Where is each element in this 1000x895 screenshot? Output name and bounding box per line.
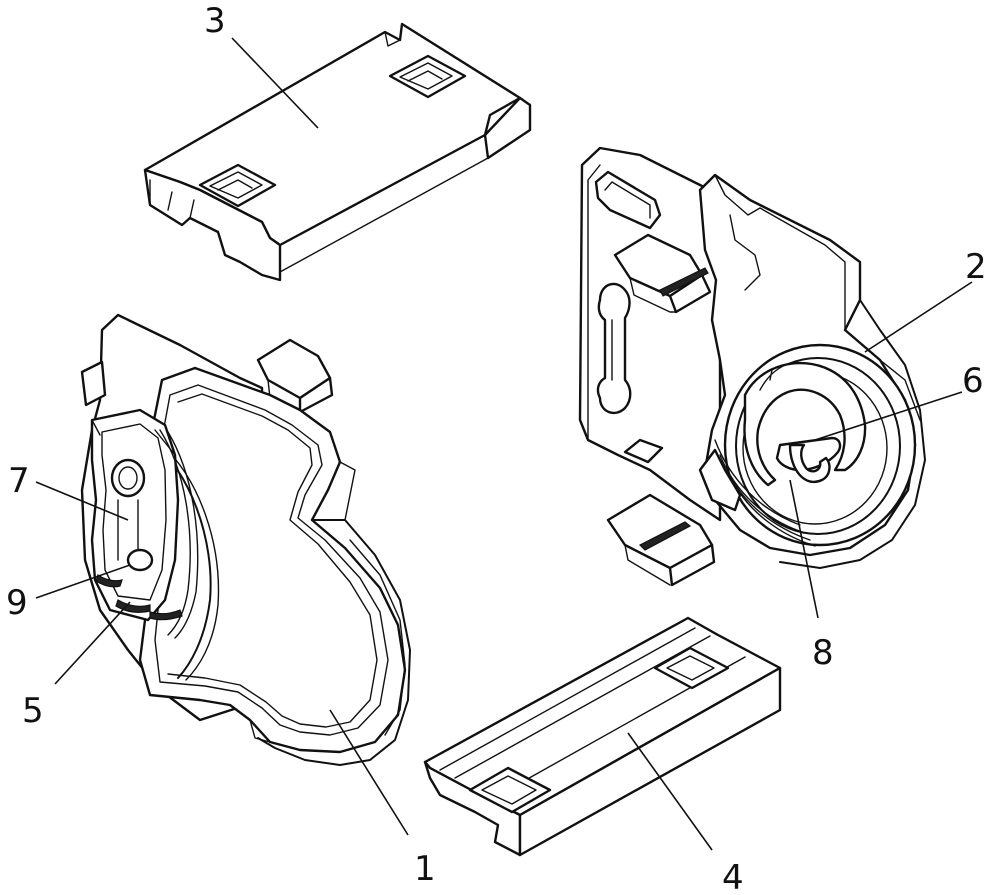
leader-line-3 bbox=[231, 37, 319, 129]
callout-6: 6 bbox=[814, 361, 984, 441]
part-1-left-end-cap bbox=[80, 313, 411, 766]
leader-line-6 bbox=[814, 391, 963, 441]
part-3-top-bar bbox=[143, 22, 532, 282]
callout-3: 3 bbox=[204, 1, 319, 129]
leader-line-1 bbox=[329, 709, 409, 836]
callout-number-6: 6 bbox=[962, 361, 984, 401]
callout-number-1: 1 bbox=[414, 849, 436, 889]
leader-line-4 bbox=[627, 732, 713, 851]
leader-line-9 bbox=[35, 564, 131, 599]
leader-line-5 bbox=[54, 601, 131, 685]
callout-number-9: 9 bbox=[6, 583, 28, 623]
part-4-bottom-bar bbox=[423, 616, 782, 857]
callout-number-4: 4 bbox=[722, 858, 744, 895]
part-2-right-end-cap bbox=[578, 146, 926, 587]
callout-4: 4 bbox=[627, 732, 744, 895]
callout-8: 8 bbox=[789, 479, 834, 673]
leader-line-7 bbox=[35, 481, 129, 521]
callout-number-2: 2 bbox=[965, 247, 987, 287]
callout-number-7: 7 bbox=[8, 461, 30, 501]
callout-number-3: 3 bbox=[204, 1, 226, 41]
callout-7: 7 bbox=[8, 461, 129, 521]
leader-line-2 bbox=[864, 281, 973, 353]
leader-line-8 bbox=[789, 479, 819, 619]
callout-number-8: 8 bbox=[812, 633, 834, 673]
callout-2: 2 bbox=[864, 247, 987, 353]
callout-9: 9 bbox=[6, 564, 131, 623]
callout-number-5: 5 bbox=[22, 691, 44, 731]
callout-1: 1 bbox=[329, 709, 436, 889]
callout-5: 5 bbox=[22, 601, 131, 731]
